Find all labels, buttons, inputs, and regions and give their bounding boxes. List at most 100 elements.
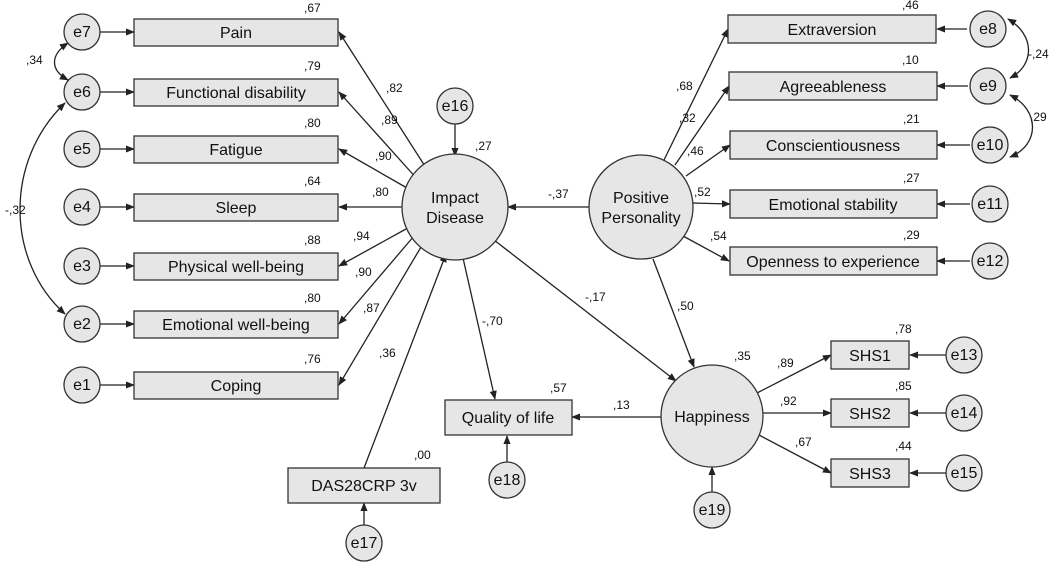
loading-functional: ,89 (381, 113, 398, 127)
path-impact-functional (338, 91, 419, 181)
coping-box (133, 371, 339, 400)
fatigue-box (133, 135, 339, 164)
e8-label: e8 (979, 21, 997, 38)
e16-circle (436, 87, 474, 125)
loading-shs2: ,92 (780, 394, 797, 408)
path-impact-happiness-coef: -,17 (585, 290, 606, 304)
sleep-r2: ,64 (304, 174, 321, 188)
conscientiousness-r2: ,21 (903, 112, 920, 126)
e6-label: e6 (73, 84, 91, 101)
path-happiness-shs3 (756, 433, 832, 474)
physical-box (133, 252, 339, 281)
impact-loadings: ,82 ,89 ,90 ,80 ,94 ,90 ,87 (353, 81, 403, 315)
path-impact-happiness (493, 239, 677, 382)
happiness-r2: ,35 (734, 349, 751, 363)
impact-disease-label-line2: Disease (426, 210, 484, 227)
emotional-wb-box (133, 310, 339, 339)
e12-label: e12 (977, 253, 1004, 270)
path-happiness-qol-coef: ,13 (613, 398, 630, 412)
emotional-stability-r2: ,27 (903, 171, 920, 185)
emotional-wb-r2: ,80 (304, 291, 321, 305)
shs2-label: SHS2 (849, 406, 891, 423)
cov-e6-e2 (19, 102, 66, 315)
e9-label: e9 (979, 78, 997, 95)
e1-label: e1 (73, 377, 91, 394)
happiness-indicators: SHS1 ,78 SHS2 ,85 SHS3 ,44 ,89 ,92 ,67 (777, 322, 912, 488)
positive-personality-label-line1: Positive (613, 190, 669, 207)
loading-emotional-stability: ,52 (694, 185, 711, 199)
coping-label: Coping (211, 378, 262, 395)
path-impact-qol (462, 257, 497, 400)
path-positive-emotional-stability (691, 200, 731, 208)
shs1-label: SHS1 (849, 348, 891, 365)
physical-r2: ,88 (304, 233, 321, 247)
edges (19, 18, 1033, 525)
e19-label: e19 (699, 502, 726, 519)
happiness-latent: Happiness ,35 (660, 349, 764, 468)
das28-node: DAS28CRP 3v ,00 ,36 (287, 346, 441, 504)
e14-label: e14 (951, 405, 978, 422)
cov-e7-e6 (53, 42, 69, 81)
positive-loadings: ,68 ,32 ,46 ,52 ,54 (676, 79, 727, 243)
quality-of-life-node: Quality of life ,57 -,70 ,13 (444, 314, 630, 436)
quality-of-life-label: Quality of life (462, 410, 555, 427)
loading-physical: ,94 (353, 229, 370, 243)
path-positive-conscientiousness (685, 144, 731, 177)
path-happiness-shs1 (756, 354, 832, 394)
e2-circle (63, 305, 101, 343)
e13-circle (945, 336, 983, 374)
cov-e8-e9-label: -,24 (1028, 47, 1049, 61)
impact-disease-r2: ,27 (475, 139, 492, 153)
e5-label: e5 (73, 141, 91, 158)
loading-sleep: ,80 (372, 185, 389, 199)
quality-of-life-r2: ,57 (550, 381, 567, 395)
extraversion-box (727, 14, 937, 44)
positive-personality-circle (588, 154, 694, 260)
loading-agreeableness: ,32 (679, 111, 696, 125)
e4-circle (63, 188, 101, 226)
path-impact-pain (338, 31, 431, 175)
e5-circle (63, 130, 101, 168)
impact-disease-circle (401, 153, 509, 261)
e7-label: e7 (73, 24, 91, 41)
pain-box (133, 18, 339, 47)
path-impact-emotional-wb (338, 235, 415, 325)
e12-circle (971, 242, 1009, 280)
e7-circle (63, 13, 101, 51)
pain-label: Pain (220, 25, 252, 42)
loading-openness: ,54 (710, 229, 727, 243)
personality-indicators: Extraversion ,46 Agreeableness ,10 Consc… (727, 0, 938, 276)
e13-label: e13 (951, 347, 978, 364)
path-impact-fatigue (338, 148, 408, 189)
shs3-label: SHS3 (849, 466, 891, 483)
path-impact-physical (338, 228, 407, 267)
emotional-stability-label: Emotional stability (769, 197, 898, 214)
impact-disease-latent: Impact Disease ,27 (401, 139, 509, 261)
positive-personality-label-line2: Personality (601, 210, 680, 227)
loading-shs1: ,89 (777, 356, 794, 370)
loading-fatigue: ,90 (375, 149, 392, 163)
shs2-box (830, 398, 910, 428)
das28-label: DAS28CRP 3v (311, 478, 417, 495)
path-das28-impact-coef: ,36 (379, 346, 396, 360)
agreeableness-box (728, 71, 938, 101)
cov-e6-e2-label: -,32 (5, 203, 26, 217)
path-das28-impact (363, 253, 447, 469)
das28-r2: ,00 (414, 448, 431, 462)
path-positive-extraversion (663, 28, 729, 161)
e11-label: e11 (977, 196, 1003, 213)
e14-circle (945, 394, 983, 432)
cov-e9-e10 (1009, 94, 1033, 158)
functional-box (133, 78, 339, 107)
loading-shs3: ,67 (795, 435, 812, 449)
e16-label: e16 (442, 98, 469, 115)
e10-circle (971, 126, 1009, 164)
e10-label: e10 (977, 137, 1004, 154)
cov-e7-e6-label: ,34 (26, 53, 43, 67)
sleep-box (133, 193, 339, 222)
impact-disease-label-line1: Impact (431, 190, 480, 207)
fatigue-r2: ,80 (304, 116, 321, 130)
e6-circle (63, 73, 101, 111)
coping-r2: ,76 (304, 352, 321, 366)
